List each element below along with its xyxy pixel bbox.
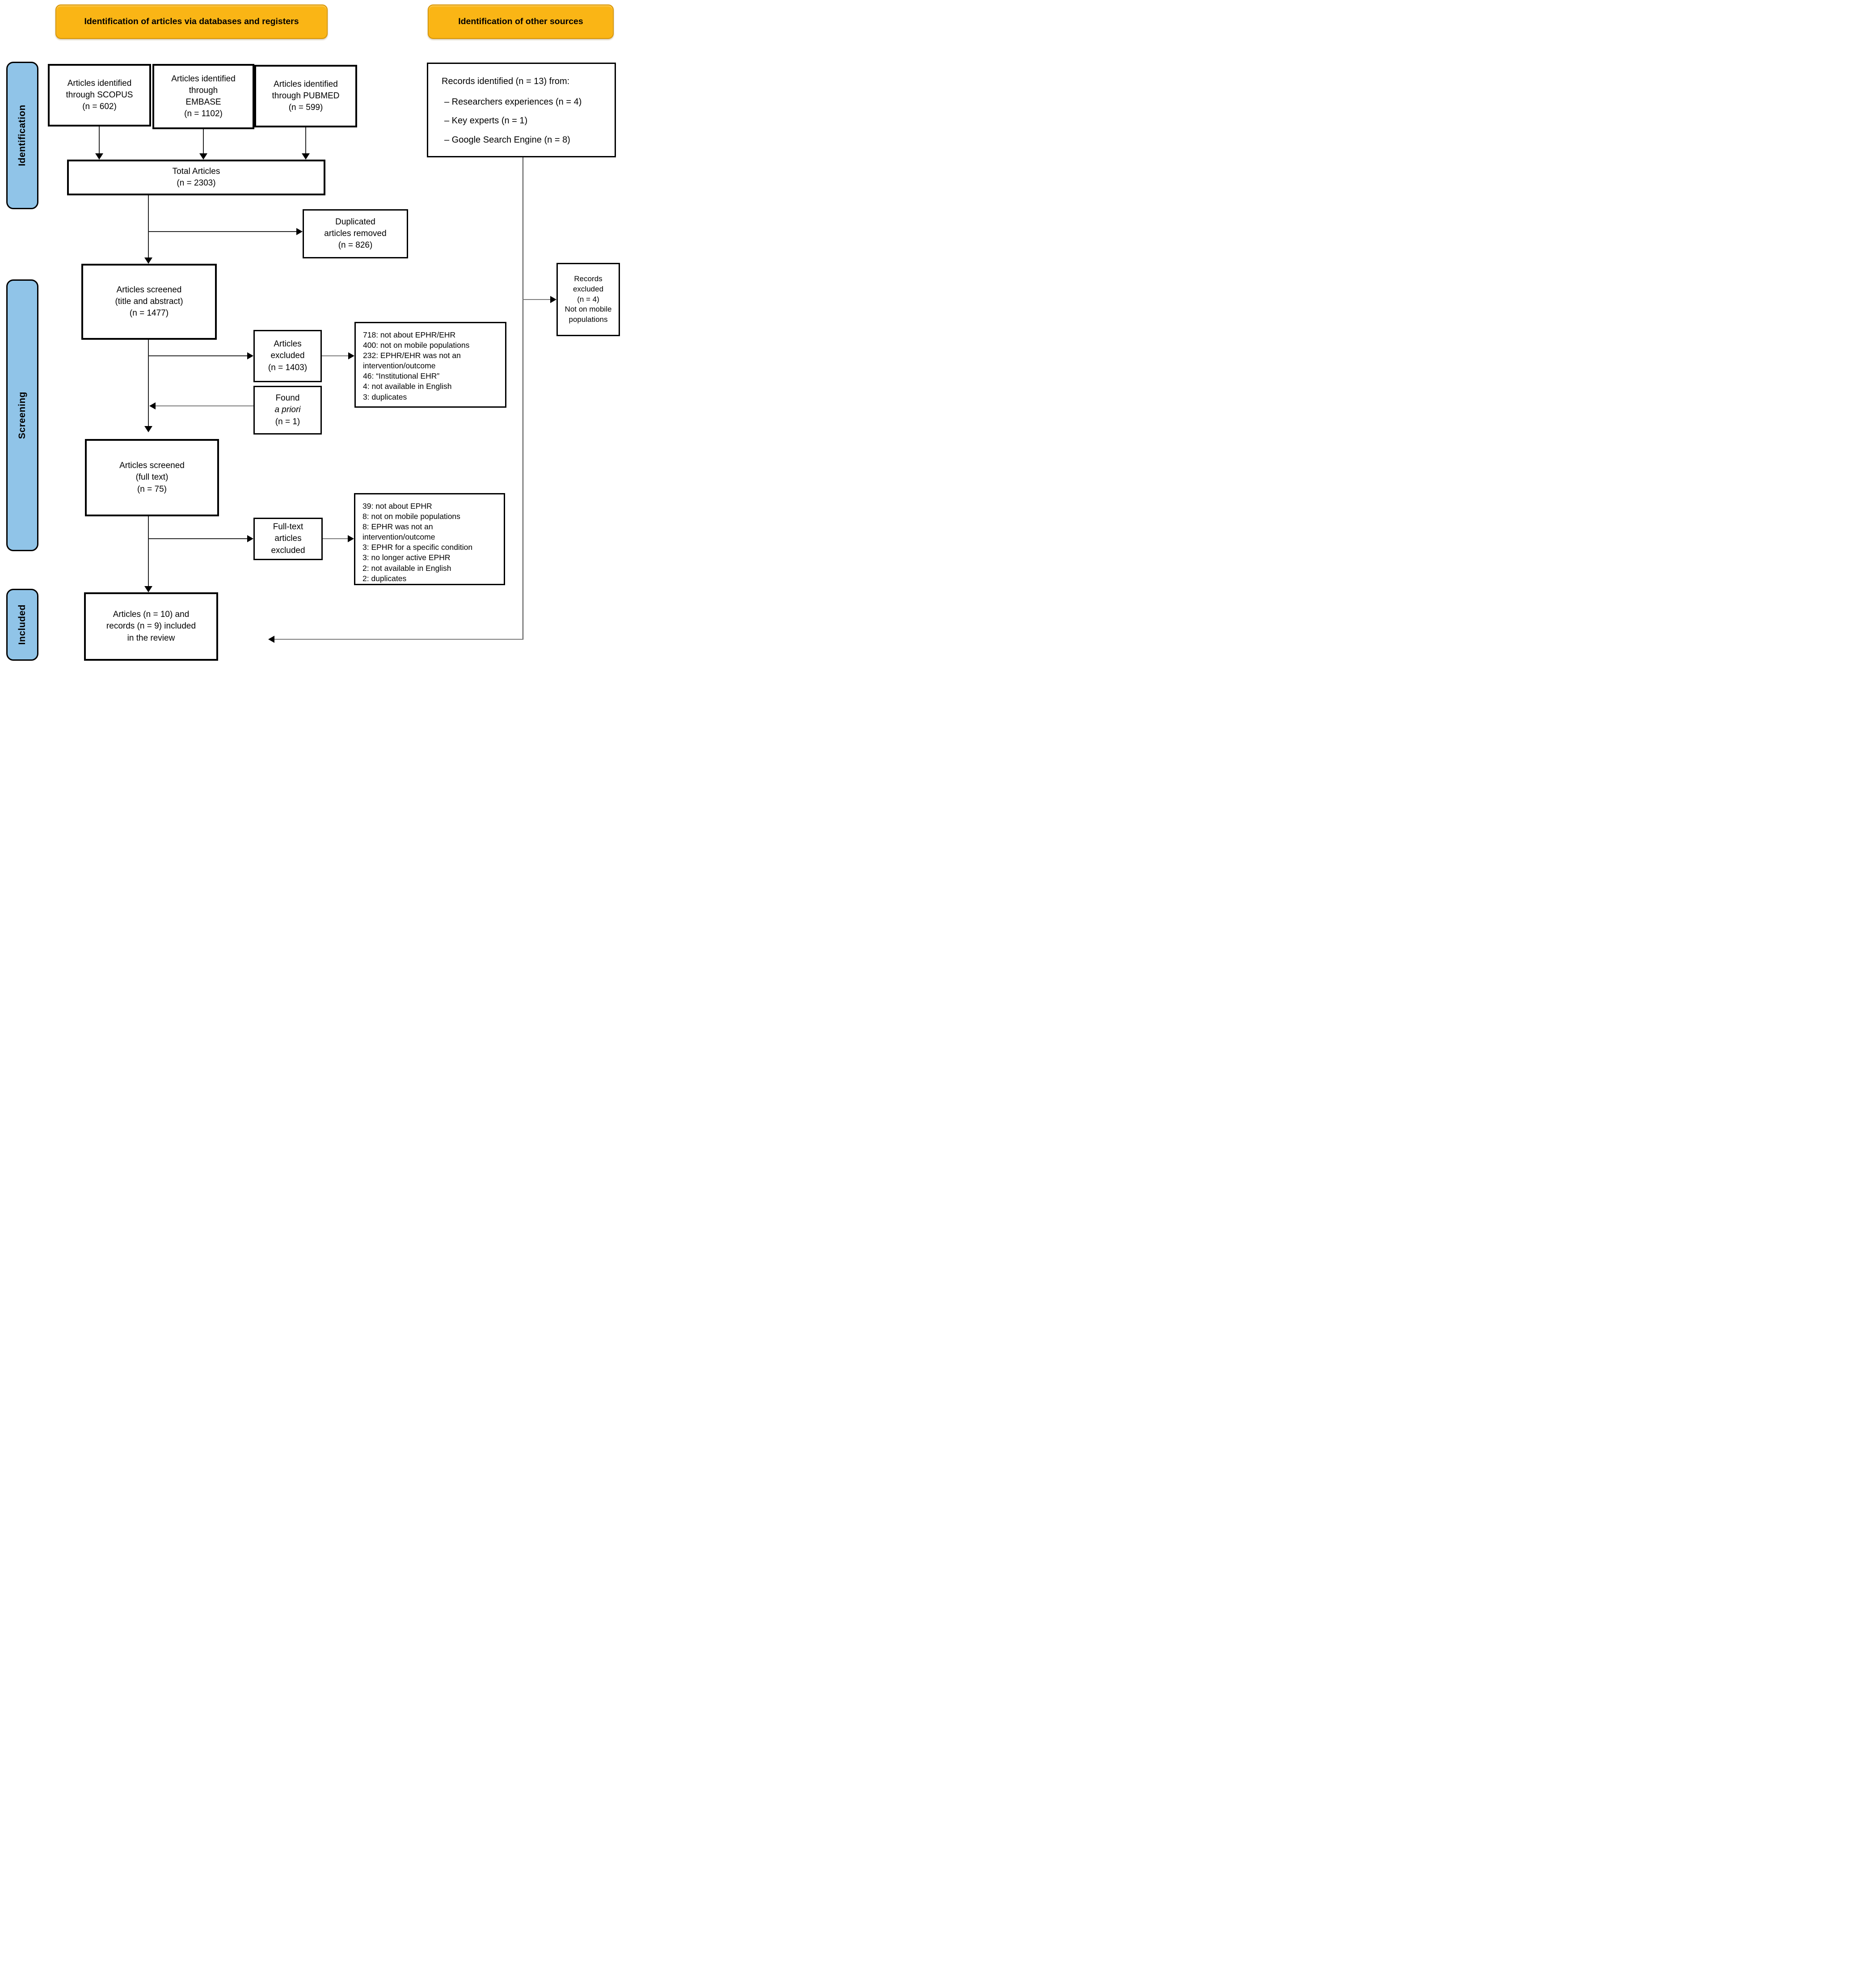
arrow-right-duplicates xyxy=(296,228,303,235)
records-identified-item: – Key experts (n = 1) xyxy=(444,116,528,126)
box-total-articles-text: Total Articles (n = 2303) xyxy=(172,166,220,188)
exclusion-reasons-full-text-text: 39: not about EPHR 8: not on mobile popu… xyxy=(362,502,473,583)
records-identified-item: – Google Search Engine (n = 8) xyxy=(444,135,570,145)
box-found-apriori-line3: (n = 1) xyxy=(275,417,300,426)
flow-line-pubmed-total xyxy=(305,127,306,153)
arrow-left-into-included xyxy=(268,636,274,643)
phase-included: Included xyxy=(6,589,38,661)
flow-line-embase-total xyxy=(203,129,204,153)
box-duplicates-removed-text: Duplicated articles removed (n = 826) xyxy=(324,217,387,250)
box-pubmed: Articles identified through PUBMED (n = … xyxy=(254,65,357,127)
flow-line-branch-duplicates xyxy=(148,231,296,232)
flow-line-excluded2-reasons xyxy=(323,538,348,539)
records-identified-title: Records identified (n = 13) from: xyxy=(442,76,570,86)
flow-line-excluded1-reasons xyxy=(322,355,348,356)
box-embase-text: Articles identified through EMBASE (n = … xyxy=(171,74,236,119)
arrow-down-included xyxy=(144,586,152,592)
flow-line-scopus-total xyxy=(99,127,100,153)
exclusion-reasons-title-abstract-text: 718: not about EPHR/EHR 400: not on mobi… xyxy=(363,330,470,401)
box-found-apriori: Found a priori (n = 1) xyxy=(253,386,322,435)
arrow-right-reasons2 xyxy=(348,535,354,542)
phase-screening: Screening xyxy=(6,279,38,551)
flow-line-found-apriori xyxy=(156,405,253,406)
phase-identification: Identification xyxy=(6,62,38,209)
prisma-flow-diagram: Identification of articles via databases… xyxy=(0,0,622,663)
phase-screening-label: Screening xyxy=(17,391,27,439)
box-records-excluded: Records excluded (n = 4) Not on mobile p… xyxy=(556,263,620,336)
arrow-down-pubmed-total xyxy=(302,153,310,160)
records-identified-item: – Researchers experiences (n = 4) xyxy=(444,97,582,107)
box-duplicates-removed: Duplicated articles removed (n = 826) xyxy=(303,209,408,258)
flow-line-other-sources-to-included xyxy=(274,639,523,640)
arrow-right-articles-excluded xyxy=(247,352,253,359)
arrow-down-scopus-total xyxy=(95,153,103,160)
flow-line-screened1-screened2 xyxy=(148,340,149,426)
arrow-left-found-apriori xyxy=(149,402,156,409)
header-other-sources: Identification of other sources xyxy=(428,4,614,39)
box-records-identified: Records identified (n = 13) from: – Rese… xyxy=(427,63,616,157)
flow-line-total-screened1 xyxy=(148,195,149,257)
flow-line-branch-records-excluded xyxy=(523,299,550,300)
box-exclusion-reasons-title-abstract: 718: not about EPHR/EHR 400: not on mobi… xyxy=(354,322,506,408)
header-other-sources-label: Identification of other sources xyxy=(458,17,583,26)
box-articles-excluded-text: Articles excluded (n = 1403) xyxy=(268,339,308,372)
box-pubmed-text: Articles identified through PUBMED (n = … xyxy=(272,79,340,113)
box-embase: Articles identified through EMBASE (n = … xyxy=(152,64,254,129)
arrow-down-screened1 xyxy=(144,257,152,264)
box-full-text-excluded: Full-text articles excluded xyxy=(253,518,323,560)
box-exclusion-reasons-full-text: 39: not about EPHR 8: not on mobile popu… xyxy=(354,493,505,585)
arrow-right-full-text-excluded xyxy=(247,535,253,542)
arrow-down-embase-total xyxy=(199,153,207,160)
box-total-articles: Total Articles (n = 2303) xyxy=(67,160,325,195)
arrow-right-reasons1 xyxy=(348,352,354,359)
box-included-in-review-text: Articles (n = 10) and records (n = 9) in… xyxy=(106,610,196,643)
arrow-right-records-excluded xyxy=(550,296,556,303)
phase-included-label: Included xyxy=(17,604,27,645)
box-scopus: Articles identified through SCOPUS (n = … xyxy=(48,64,151,127)
phase-identification-label: Identification xyxy=(17,105,27,166)
flow-line-screened2-included xyxy=(148,516,149,586)
flow-line-branch-articles-excluded xyxy=(148,355,247,356)
box-scopus-text: Articles identified through SCOPUS (n = … xyxy=(66,78,133,112)
arrow-down-screened2 xyxy=(144,426,152,432)
box-full-text-excluded-text: Full-text articles excluded xyxy=(271,522,305,555)
box-records-excluded-text: Records excluded (n = 4) Not on mobile p… xyxy=(565,274,612,324)
box-screened-title-abstract: Articles screened (title and abstract) (… xyxy=(81,264,217,340)
header-databases-registers: Identification of articles via databases… xyxy=(55,4,328,39)
box-screened-full-text-text: Articles screened (full text) (n = 75) xyxy=(119,461,185,494)
box-found-apriori-line2: a priori xyxy=(274,405,301,415)
box-articles-excluded: Articles excluded (n = 1403) xyxy=(253,330,322,382)
box-screened-full-text: Articles screened (full text) (n = 75) xyxy=(85,439,219,516)
box-found-apriori-line1: Found xyxy=(275,393,300,403)
header-databases-registers-label: Identification of articles via databases… xyxy=(84,17,299,26)
flow-line-branch-full-text-excluded xyxy=(148,538,247,539)
box-included-in-review: Articles (n = 10) and records (n = 9) in… xyxy=(84,592,218,661)
box-screened-title-abstract-text: Articles screened (title and abstract) (… xyxy=(115,285,183,318)
